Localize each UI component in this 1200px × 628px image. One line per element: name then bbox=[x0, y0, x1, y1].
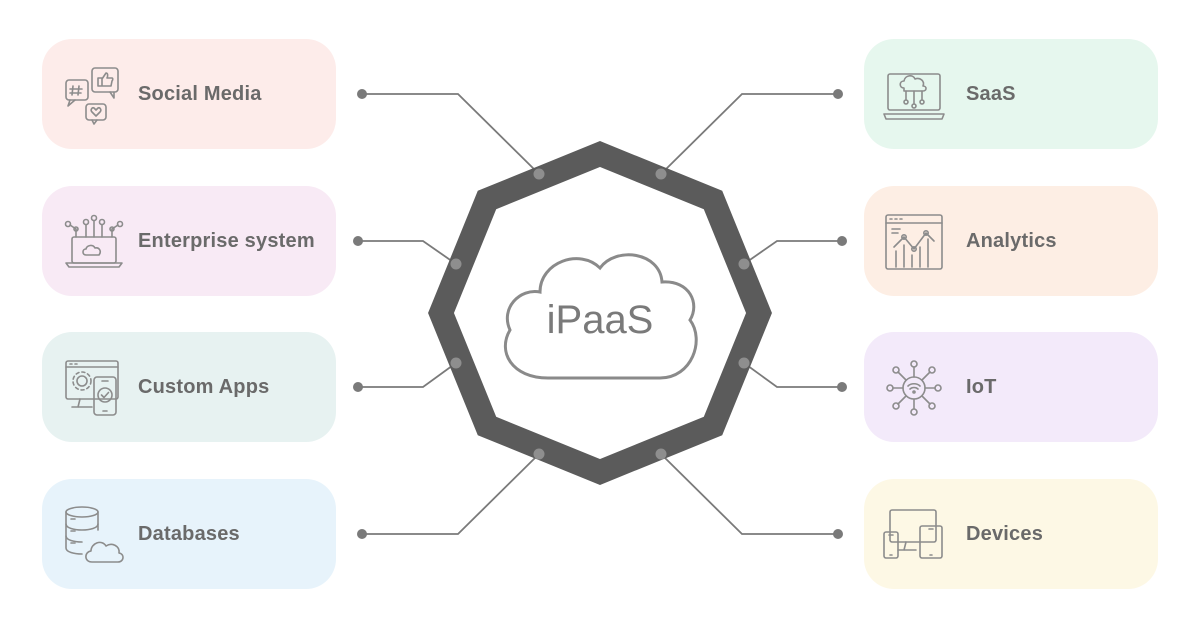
connector-dot bbox=[837, 236, 847, 246]
hub-dot bbox=[450, 258, 462, 270]
connector-social-media bbox=[362, 93, 540, 175]
devices-icon bbox=[882, 504, 946, 566]
card-devices[interactable]: Devices bbox=[864, 479, 1158, 589]
hub-dot bbox=[655, 448, 667, 460]
analytics-chart-icon bbox=[882, 211, 946, 273]
card-label: Analytics bbox=[966, 230, 1057, 252]
connector-custom-apps bbox=[358, 362, 457, 388]
enterprise-laptop-icon bbox=[62, 211, 126, 273]
card-label: Custom Apps bbox=[138, 376, 270, 398]
connector-databases bbox=[362, 453, 540, 535]
hub-label: iPaaS bbox=[547, 298, 654, 342]
card-label: Enterprise system bbox=[138, 230, 315, 252]
hub-dot bbox=[533, 168, 545, 180]
connector-dot bbox=[837, 382, 847, 392]
social-media-icon bbox=[62, 64, 126, 126]
connector-dot bbox=[833, 529, 843, 539]
card-saas[interactable]: SaaS bbox=[864, 39, 1158, 149]
cloud-icon bbox=[504, 253, 698, 380]
card-iot[interactable]: IoT bbox=[864, 332, 1158, 442]
card-label: Devices bbox=[966, 523, 1044, 545]
card-enterprise-system[interactable]: Enterprise system bbox=[42, 186, 336, 296]
iot-network-icon bbox=[882, 357, 946, 419]
hub-dot bbox=[533, 448, 545, 460]
connector-iot bbox=[743, 362, 842, 388]
custom-apps-icon bbox=[62, 357, 126, 419]
connector-dot bbox=[353, 382, 363, 392]
card-social-media[interactable]: Social Media bbox=[42, 39, 336, 149]
connector-dot bbox=[357, 529, 367, 539]
database-cloud-icon bbox=[62, 504, 126, 566]
card-databases[interactable]: Databases bbox=[42, 479, 336, 589]
connector-dot bbox=[833, 89, 843, 99]
connector-analytics bbox=[743, 240, 842, 265]
hub-dot bbox=[450, 357, 462, 369]
card-custom-apps[interactable]: Custom Apps bbox=[42, 332, 336, 442]
card-label: IoT bbox=[966, 376, 997, 398]
card-label: Databases bbox=[138, 523, 240, 545]
hub-dot bbox=[655, 168, 667, 180]
hub-dot bbox=[738, 258, 750, 270]
card-analytics[interactable]: Analytics bbox=[864, 186, 1158, 296]
connector-dot bbox=[357, 89, 367, 99]
connector-saas bbox=[660, 93, 838, 175]
connector-enterprise-system bbox=[358, 240, 457, 265]
card-label: Social Media bbox=[138, 83, 262, 105]
card-label: SaaS bbox=[966, 83, 1016, 105]
connector-devices bbox=[660, 453, 838, 535]
connector-dot bbox=[353, 236, 363, 246]
cloud-computer-icon bbox=[882, 64, 946, 126]
hub-dot bbox=[738, 357, 750, 369]
